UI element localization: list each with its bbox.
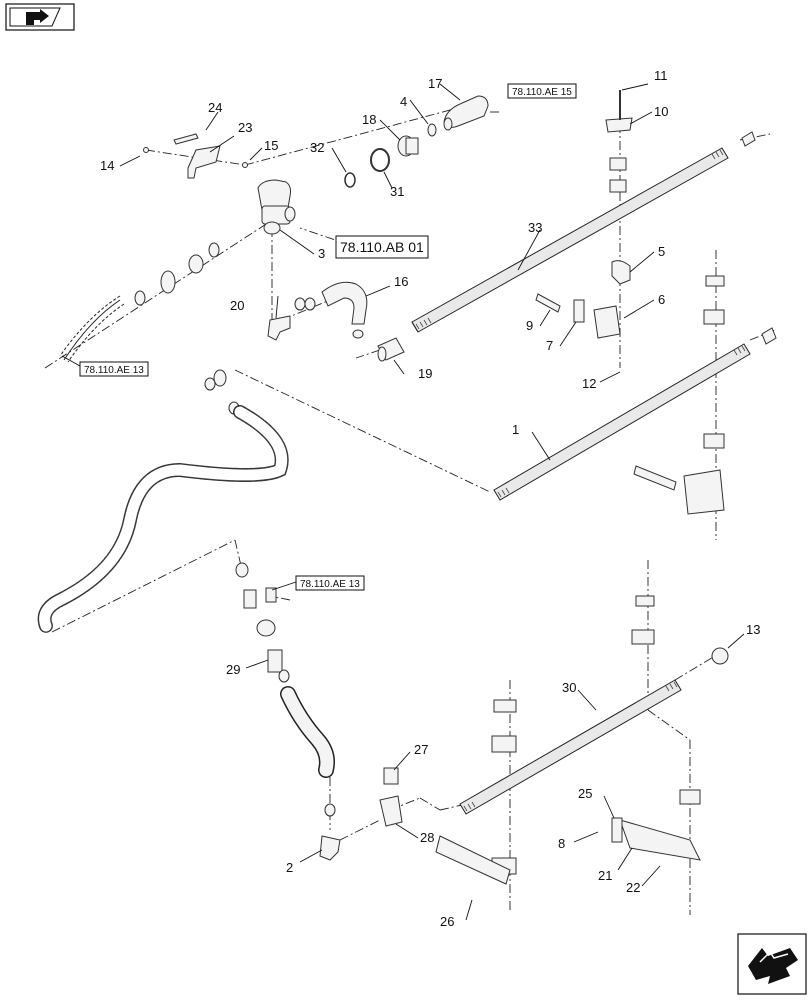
clamp-set-lower-right [611, 595, 701, 861]
part-15-screw [242, 162, 248, 168]
leader-lines [61, 83, 745, 921]
part-19-coupler [377, 337, 405, 362]
callout-19: 19 [418, 366, 432, 381]
center-lines [44, 90, 776, 915]
reference-ab01-label: 78.110.AB 01 [340, 239, 424, 255]
callout-26: 26 [440, 914, 454, 929]
lower-hose [280, 686, 335, 778]
upper-fittings [134, 242, 316, 415]
callout-10: 10 [654, 104, 668, 119]
callout-20: 20 [230, 298, 244, 313]
callout-23: 23 [238, 120, 252, 135]
callout-13: 13 [746, 622, 760, 637]
callout-1: 1 [512, 422, 519, 437]
previous-page-arrow-icon[interactable] [5, 3, 75, 31]
pipe-33 [411, 131, 756, 333]
part-4-ring [427, 123, 437, 137]
part-3-valve [257, 179, 296, 235]
callout-8: 8 [558, 836, 565, 851]
long-hose [37, 405, 289, 633]
part-13-cap [711, 647, 729, 665]
part-32-ring [344, 172, 356, 188]
callout-14: 14 [100, 158, 114, 173]
callout-4: 4 [400, 94, 407, 109]
callout-32: 32 [310, 140, 324, 155]
reference-box-ae13-mid[interactable]: 78.110.AE 13 [295, 575, 365, 591]
callout-17: 17 [428, 76, 442, 91]
part-31-clamp [370, 148, 390, 172]
callout-12: 12 [582, 376, 596, 391]
part-18-fitting [397, 135, 419, 157]
callout-7: 7 [546, 338, 553, 353]
callout-18: 18 [362, 112, 376, 127]
callout-24: 24 [208, 100, 222, 115]
callout-33: 33 [528, 220, 542, 235]
callout-30: 30 [562, 680, 576, 695]
lower-left-fittings [235, 562, 403, 861]
upper-left-hose [59, 295, 125, 363]
pipe-30 [459, 679, 682, 815]
part-14-screw [143, 147, 149, 153]
part-23-bracket [187, 145, 221, 179]
callouts: 1 2 3 4 5 6 7 8 9 10 11 12 13 14 15 16 1… [100, 68, 760, 929]
reference-ae15-label: 78.110.AE 15 [512, 87, 572, 98]
callout-9: 9 [526, 318, 533, 333]
reference-ae13-mid-label: 78.110.AE 13 [300, 579, 360, 590]
callout-5: 5 [658, 244, 665, 259]
callout-11: 11 [654, 68, 668, 83]
callout-22: 22 [626, 880, 640, 895]
callout-15: 15 [264, 138, 278, 153]
next-page-arrow-icon[interactable] [737, 933, 807, 995]
part-24-bolt [173, 133, 199, 145]
reference-box-ab01[interactable]: 78.110.AB 01 [335, 235, 429, 259]
callout-3: 3 [318, 246, 325, 261]
part-17-elbow [443, 95, 489, 131]
callout-31: 31 [390, 184, 404, 199]
callout-27: 27 [414, 742, 428, 757]
callout-25: 25 [578, 786, 592, 801]
callout-6: 6 [658, 292, 665, 307]
clamp-set-lower-left [435, 699, 517, 885]
part-20-elbow [267, 315, 291, 341]
part-16-hose [321, 281, 368, 339]
pipe-1 [493, 327, 777, 501]
reference-box-ae13-left[interactable]: 78.110.AE 13 [79, 361, 149, 377]
reference-box-ae15[interactable]: 78.110.AE 15 [507, 83, 577, 99]
callout-2: 2 [286, 860, 293, 875]
clamp-set-right [633, 275, 725, 515]
reference-ae13-left-label: 78.110.AE 13 [84, 365, 144, 376]
callout-21: 21 [598, 868, 612, 883]
part-6-bracket [535, 293, 621, 339]
callout-16: 16 [394, 274, 408, 289]
clamp-set-top [605, 90, 633, 285]
callout-28: 28 [420, 830, 434, 845]
callout-29: 29 [226, 662, 240, 677]
